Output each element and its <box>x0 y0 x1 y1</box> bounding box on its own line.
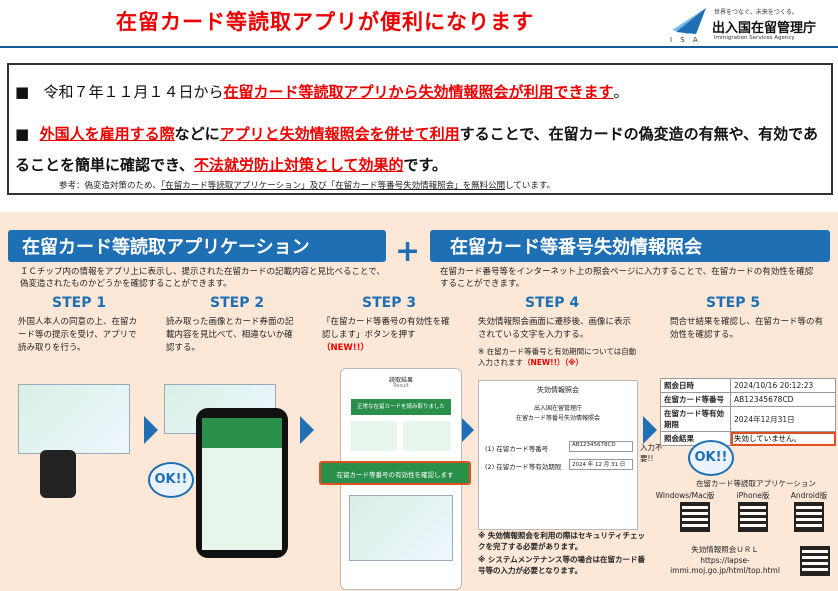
step-2-text: 読み取った画像とカード券面の記載内容を見比べて、相違ないか確認する。 <box>166 317 294 353</box>
row-key: 在留カード等番号 <box>660 392 731 407</box>
form-org: 出入国在留管理庁 <box>533 405 582 412</box>
bullet-1-highlight: 在留カード等読取アプリから失効情報照会が利用できます <box>223 83 614 101</box>
maintenance-note: ※ システムメンテナンス等の場合は在留カード番号等の入力が必要となります。 <box>478 555 646 575</box>
result-subtitle: Result <box>393 383 409 389</box>
field-2-label: (2) 在留カード等有効期限 <box>485 463 562 471</box>
app-description: ＩＣチップ内の情報をアプリ上に表示し、提示された在留カードの記載内容と見比べるこ… <box>20 267 385 289</box>
field-1-label: (1) 在留カード等番号 <box>485 445 549 453</box>
app-header: 在留カード等読取アプリケーション <box>8 230 386 262</box>
summary-box: ■ 令和７年１１月１４日から在留カード等読取アプリから失効情報照会が利用できます… <box>7 63 833 195</box>
app-label: 在留カード等読取アプリケーション <box>696 479 816 488</box>
phone-reader-icon <box>40 450 76 498</box>
bullet-2-h3: 不法就労防止対策として効果的 <box>193 156 404 174</box>
lapse-header: 在留カード等番号失効情報照会 <box>430 230 830 262</box>
step-4-note: ※ 在留カード等番号と有効期間については自動入力されます（NEW!!）（※） <box>478 346 638 368</box>
step-4-note-body: ※ 在留カード等番号と有効期間については自動入力されます <box>478 347 637 367</box>
header-divider <box>0 46 838 48</box>
step-3-label: STEP 3 <box>362 295 417 311</box>
bullet-1-prefix: 令和７年１１月１４日から <box>43 83 224 101</box>
residence-card-image <box>18 384 130 454</box>
reference-prefix: 参考：偽変造対策のため、 <box>59 181 162 191</box>
card-scan-image <box>349 495 453 561</box>
expiry-input[interactable]: 2024 年 12 月 31 日 <box>569 459 633 470</box>
qr-android-icon[interactable] <box>794 502 824 532</box>
agency-tagline: 世界をつなぐ、未来をつくる。 <box>714 9 798 16</box>
qr-lapse-icon[interactable] <box>800 546 830 576</box>
bullet-2-h1: 外国人を雇用する際 <box>39 125 175 143</box>
app-result-screen: 読取結果 Result 正常な在留カードを読み取りました 在留カード等番号の有効… <box>319 368 471 590</box>
arrow-4-icon <box>643 416 657 444</box>
bullet-2-h2: アプリと失効情報照会を併せて利用 <box>219 125 460 143</box>
lapse-form: 失効情報照会 出入国在留管理庁 在留カード等番号失効情報照会 (1) 在留カード… <box>478 380 638 530</box>
ok-badge-2: OK!! <box>688 440 734 476</box>
step-4-new: （NEW!!）（※） <box>523 358 584 367</box>
reference-link[interactable]: 「在留カード等読取アプリケーション」及び「在留カード等番号失効情報照会」を無料公… <box>161 181 506 191</box>
form-title: 失効情報照会 <box>537 386 579 394</box>
row-value: 2024/10/16 20:12:23 <box>730 378 836 393</box>
agency-logo: I S A 世界をつなぐ、未来をつくる。 出入国在留管理庁 Immigratio… <box>666 4 836 48</box>
row-value: 2024年12月31日 <box>730 406 836 432</box>
success-banner: 正常な在留カードを読み取りました <box>351 399 451 415</box>
card-number-input[interactable]: AB12345678CD <box>569 441 633 452</box>
step-1-text: 外国人本人の同意の上、在留カード等の提示を受け、アプリで読み取りを行う。 <box>18 317 138 353</box>
isa-letters: I S A <box>670 36 701 44</box>
table-row: 照会結果失効していません。 <box>660 431 836 446</box>
url-label: 失効情報照会ＵＲＬ <box>691 545 759 554</box>
isa-logo-icon <box>672 8 706 34</box>
lapse-header-label: 在留カード等番号失効情報照会 <box>450 237 702 258</box>
agency-english: Immigration Services Agency <box>714 35 795 41</box>
chip-verify-box <box>351 421 397 451</box>
bullet-2-t1: などに <box>174 125 220 143</box>
qr-windows-icon[interactable] <box>680 502 710 532</box>
agency-name: 出入国在留管理庁 <box>712 21 817 36</box>
platform-win: Windows/Mac版 <box>655 491 715 500</box>
form-heading: 在留カード等番号失効情報照会 <box>515 415 600 422</box>
platform-android: Android版 <box>790 491 828 500</box>
step-5-text: 問合せ結果を確認し、在留カード等の有効性を確認する。 <box>670 317 824 340</box>
step-4-text: 失効情報照会画面に遷移後、画像に表示されている文字を入力する。 <box>478 317 632 340</box>
step-3-new: （NEW!!） <box>322 343 370 353</box>
no-input-note: 入力不要!! <box>640 443 663 463</box>
phone-screen <box>202 418 282 550</box>
arrow-1-icon <box>144 416 158 444</box>
step-1-label: STEP 1 <box>52 295 107 311</box>
step-3-text: 「在留カード等番号の有効性を確認します」ボタンを押す （NEW!!） <box>322 316 452 355</box>
qr-iphone-icon[interactable] <box>738 502 768 532</box>
lapse-url[interactable]: https://lapse-immi.moj.go.jp/html/top.ht… <box>670 556 780 575</box>
step-3-body: 「在留カード等番号の有効性を確認します」ボタンを押す <box>322 317 450 340</box>
bullet-1-suffix: 。 <box>613 83 629 101</box>
issuer-verify-box <box>403 421 451 451</box>
reference-suffix: しています。 <box>505 181 556 191</box>
row-value: 失効していません。 <box>730 431 836 446</box>
bullet-1: ■ 令和７年１１月１４日から在留カード等読取アプリから失効情報照会が利用できます… <box>15 83 629 101</box>
arrow-3-icon <box>460 416 474 444</box>
step-5-label: STEP 5 <box>706 295 761 311</box>
plus-sign: + <box>395 234 421 269</box>
bullet-2-t3: です。 <box>403 156 448 174</box>
security-note: ※ 失効情報照会を利用の際はセキュリティチェックを完了する必要があります。 <box>478 531 645 551</box>
result-title: 読取結果 <box>388 377 413 384</box>
arrow-2-icon <box>300 416 314 444</box>
platform-iphone: iPhone版 <box>736 491 770 500</box>
phone-frame <box>196 408 288 558</box>
ok-badge-1: OK!! <box>148 462 194 498</box>
bullet-2-t2: することで、在留カードの偽変造の有無や、有効であることを簡単に確認でき、 <box>15 125 819 174</box>
step-4-label: STEP 4 <box>525 295 580 311</box>
bullet-2: ■ 外国人を雇用する際などにアプリと失効情報照会を併せて利用することで、在留カー… <box>15 125 819 174</box>
lapse-description: 在留カード番号等をインターネット上の照会ページに入力することで、在留カードの有効… <box>440 267 814 289</box>
row-value: AB12345678CD <box>730 392 836 407</box>
steps-panel: 在留カード等読取アプリケーション + 在留カード等番号失効情報照会 ＩＣチップ内… <box>0 212 838 591</box>
reference-note: 参考：偽変造対策のため、「在留カード等読取アプリケーション」及び「在留カード等番… <box>59 179 555 191</box>
page-title: 在留カード等読取アプリが便利になります <box>116 10 534 34</box>
verify-validity-button[interactable]: 在留カード等番号の有効性を確認します <box>319 461 471 485</box>
row-key: 在留カード等有効期限 <box>660 406 731 432</box>
row-key: 照会日時 <box>660 378 731 393</box>
step-2-label: STEP 2 <box>210 295 265 311</box>
app-header-label: 在留カード等読取アプリケーション <box>22 237 310 258</box>
